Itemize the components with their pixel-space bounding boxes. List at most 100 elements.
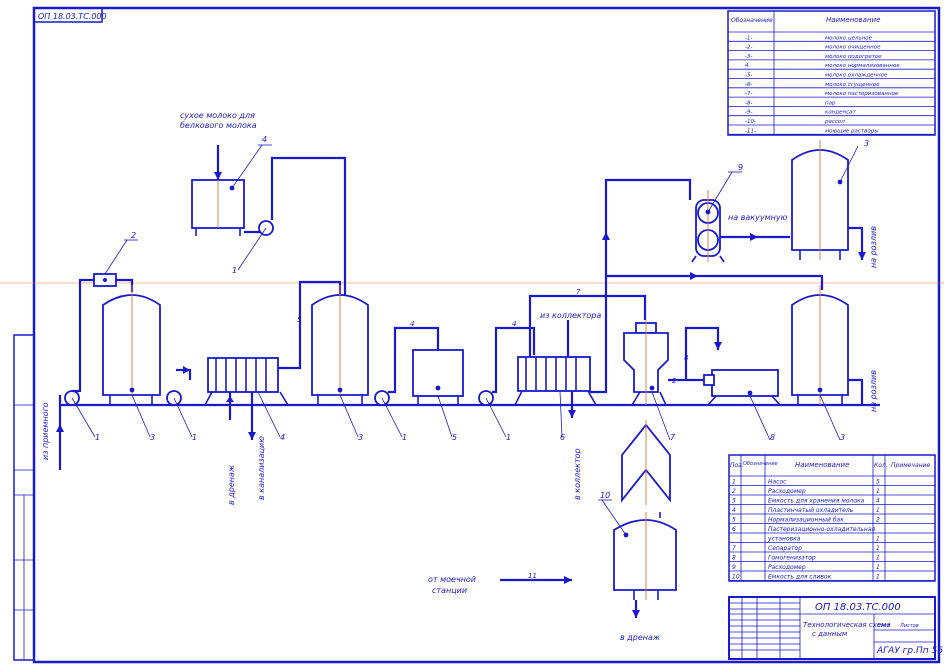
- spec-name: Нормализационный бак: [768, 517, 844, 524]
- title-block-org: АГАУ гр.Пп 56: [876, 646, 943, 656]
- spec-name: Пастеризационно-охладительная: [768, 526, 876, 533]
- spec-qty: 1: [876, 555, 880, 562]
- label-pos-7: 7: [670, 433, 676, 442]
- legend-name: молоко пастеризованное: [825, 91, 899, 97]
- label-to-vacuum: на вакуумную: [728, 213, 788, 222]
- plate-cooler-4: [204, 357, 289, 406]
- spec-qty: 1: [876, 536, 880, 543]
- label-to-filling-2: на розлив: [869, 370, 878, 412]
- title-block-title-2: с данным: [812, 630, 848, 638]
- label-pos-6: 6: [560, 433, 565, 442]
- spec-pos: 4: [732, 507, 736, 514]
- title-block: ОП 18.03.ТС.000 Технологическая схема с …: [728, 596, 943, 660]
- spec-pos: 8: [732, 555, 736, 562]
- svg-text:4: 4: [512, 320, 516, 328]
- legend-code: -3-: [745, 54, 752, 60]
- spec-header-note: Примечание: [891, 462, 930, 469]
- spec-pos: 10: [732, 574, 740, 581]
- spec-name: Расходомер: [768, 564, 806, 571]
- label-pos-9: 9: [738, 163, 743, 172]
- legend-code: -7-: [745, 91, 752, 97]
- legend-code: -11-: [745, 128, 756, 134]
- label-pos-8: 8: [770, 433, 775, 442]
- label-to-collector: в коллектор: [573, 448, 582, 500]
- label-to-drain-3: в дренаж: [620, 633, 661, 642]
- spec-table: Поз. Обозначение Наименование Кол. Приме…: [728, 454, 936, 582]
- svg-text:2: 2: [672, 377, 677, 385]
- label-from-washing-2: станции: [432, 586, 467, 595]
- spec-name: Гомогенизатор: [768, 555, 816, 562]
- spec-qty: 1: [876, 545, 880, 552]
- label-pos-1-c: 1: [402, 433, 407, 442]
- label-pos-1-b: 1: [192, 433, 197, 442]
- legend-header-name: Наименование: [826, 16, 880, 24]
- flow-meter-9: [691, 190, 725, 263]
- label-to-drain: в дренаж: [227, 464, 236, 505]
- spec-qty: 1: [876, 574, 880, 581]
- spec-name: Расходомер: [768, 488, 806, 495]
- spec-qty: 5: [876, 479, 880, 486]
- top-stamp-code: ОП 18.03.ТС.000: [38, 12, 107, 21]
- label-from-collector: из коллектора: [540, 311, 601, 320]
- spec-name: Сепаратор: [768, 545, 802, 552]
- label-dry-milk-2: белкового молока: [180, 121, 257, 130]
- legend-name: молоко цельное: [825, 35, 873, 41]
- spec-qty: 4: [876, 498, 880, 505]
- label-pos-1-d: 1: [506, 433, 511, 442]
- storage-tank-3-a: [102, 294, 161, 396]
- legend-code: -5-: [745, 73, 752, 79]
- label-pos-1-top: 1: [232, 266, 237, 275]
- spec-pos: 7: [732, 545, 736, 552]
- spec-pos: 9: [732, 564, 736, 571]
- label-from-washing: от моечной: [428, 575, 476, 584]
- legend-name: молоко подогретое: [825, 54, 882, 60]
- label-pos-5: 5: [452, 433, 457, 442]
- svg-text:11: 11: [528, 572, 537, 580]
- legend-header-code: Обозначение: [731, 17, 773, 24]
- legend-name: молоко сгущенное: [825, 82, 880, 88]
- svg-text:8: 8: [684, 354, 689, 362]
- label-pos-1-a: 1: [95, 433, 100, 442]
- label-pos-4-top: 4: [262, 135, 267, 144]
- legend-code: -2-: [745, 45, 752, 51]
- legend-code: -10-: [745, 119, 756, 125]
- label-to-filling: на розлив: [869, 226, 878, 268]
- spec-name: Емкость для сливок: [768, 574, 832, 581]
- spec-qty: 1: [876, 488, 880, 495]
- label-pos-10: 10: [600, 491, 610, 500]
- spec-name: Насос: [768, 479, 787, 486]
- legend-name: пар: [825, 100, 836, 106]
- spec-pos: 6: [732, 526, 736, 533]
- spec-name: установка: [767, 536, 801, 543]
- label-pos-3-d: 3: [840, 433, 845, 442]
- homogenizer-8: [700, 369, 781, 406]
- title-block-title: Технологическая схема: [803, 621, 891, 629]
- spec-name: Емкость для хранения молока: [768, 498, 865, 505]
- spec-pos: 3: [732, 498, 736, 505]
- title-block-code: ОП 18.03.ТС.000: [815, 602, 901, 613]
- legend-name: конденсат: [825, 110, 856, 116]
- svg-text:4: 4: [410, 320, 414, 328]
- legend-name: моющие растворы: [825, 128, 879, 134]
- legend-code: 4: [745, 63, 749, 69]
- legend-name: молоко охлажденное: [825, 73, 888, 79]
- label-pos-3-a: 3: [150, 433, 155, 442]
- label-to-cleaning: в канализацию: [257, 436, 266, 500]
- legend-code: -9-: [745, 110, 752, 116]
- legend-code: -8-: [745, 100, 752, 106]
- spec-header-name: Наименование: [795, 461, 849, 469]
- label-pos-3-c: 3: [864, 139, 869, 148]
- pasteurization-unit-6: [514, 356, 597, 406]
- title-block-sheet: Лист: [876, 623, 891, 629]
- svg-text:5: 5: [297, 316, 302, 324]
- legend-table: Обозначение Наименование -1-молоко цельн…: [727, 10, 936, 136]
- svg-text:7: 7: [576, 288, 581, 296]
- spec-header-qty: Кол.: [874, 462, 888, 469]
- label-pos-2: 2: [131, 231, 136, 240]
- spec-qty: 2: [876, 517, 880, 524]
- spec-name: Пластинчатый охладитель: [768, 507, 854, 514]
- legend-name: молоко очищенное: [825, 45, 881, 51]
- label-from-reception: из приемного: [41, 402, 50, 460]
- cream-tank-10: [613, 519, 677, 591]
